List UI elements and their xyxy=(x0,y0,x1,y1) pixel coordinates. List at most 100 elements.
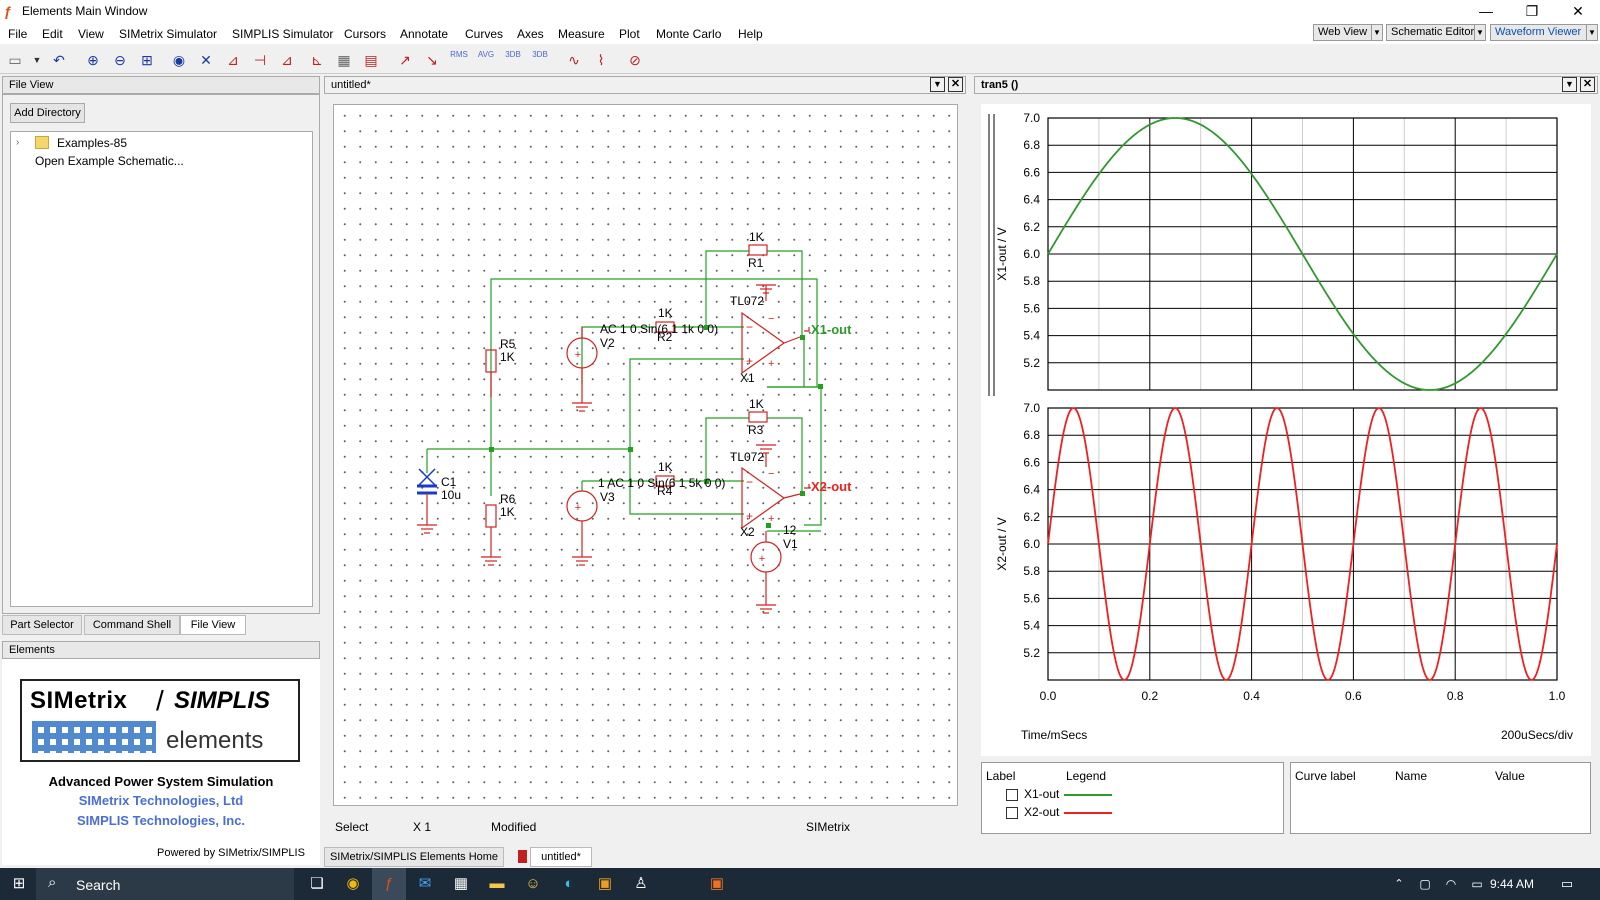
menu-axes[interactable]: Axes xyxy=(517,27,544,41)
task-view-icon[interactable]: ❏ xyxy=(310,875,324,892)
y-tick-label: 7.0 xyxy=(1023,401,1040,415)
svg-text:+: + xyxy=(768,513,774,525)
zoom-in-icon[interactable]: ⊕ xyxy=(87,52,99,68)
legend-checkbox-x1[interactable] xyxy=(1006,789,1018,801)
grid-icon[interactable]: ▦ xyxy=(337,52,351,68)
edit-axis-icon[interactable]: ⊿ xyxy=(281,52,293,68)
undo-icon[interactable]: ↶ xyxy=(53,52,65,68)
tab-command-shell[interactable]: Command Shell xyxy=(84,615,180,635)
waveform-close-icon[interactable]: ✕ xyxy=(1580,77,1595,92)
file-explorer-icon[interactable]: ▬ xyxy=(489,875,505,892)
schematic-menu-icon[interactable]: ▼ xyxy=(930,77,945,92)
close-button[interactable]: ✕ xyxy=(1572,3,1584,19)
delete-icon[interactable]: ✕ xyxy=(200,52,212,68)
tree-item-open-example[interactable]: Open Example Schematic... xyxy=(35,154,184,168)
minimize-button[interactable]: — xyxy=(1479,3,1493,19)
y-tick-label: 6.0 xyxy=(1023,247,1040,261)
label-r6v: 1K xyxy=(500,505,515,519)
app-icon-3[interactable]: ▣ xyxy=(597,875,613,892)
schematic-canvas[interactable]: + + + −+ −+ −+ −+ 1K R1 1K R2 1K R3 1K R… xyxy=(333,104,958,806)
menu-simplis-simulator[interactable]: SIMPLIS Simulator xyxy=(232,27,334,41)
menu-plot[interactable]: Plot xyxy=(619,27,640,41)
measure-icon[interactable]: ⊘ xyxy=(629,52,641,68)
fft-icon[interactable]: ∿ xyxy=(568,52,580,68)
simetrix-logo: SIMetrix / SIMPLIS elements xyxy=(20,679,300,762)
label-v2-source: AC 1 0 Sin(6 1 1k 0 0) xyxy=(600,322,718,336)
menu-edit[interactable]: Edit xyxy=(42,27,63,41)
elements-header: Elements xyxy=(2,641,320,659)
wires xyxy=(426,250,822,532)
zoom-fit-icon[interactable]: ⊞ xyxy=(141,52,153,68)
label-r3v: 1K xyxy=(749,397,764,411)
new-file-icon[interactable]: ▭ xyxy=(8,52,22,68)
schematic-editor-dropdown[interactable]: ▼ xyxy=(1474,24,1486,41)
waveform-viewer-button[interactable]: Waveform Viewer xyxy=(1490,24,1588,41)
web-view-dropdown[interactable]: ▼ xyxy=(1371,24,1383,41)
label-icon[interactable]: ⊿ xyxy=(227,52,239,68)
maximize-button[interactable]: ❐ xyxy=(1525,3,1539,19)
elements-app-icon[interactable]: ƒ xyxy=(372,868,406,900)
clock[interactable]: 9:44 AM xyxy=(1490,877,1535,891)
menu-monte-carlo[interactable]: Monte Carlo xyxy=(656,27,722,41)
schematic-editor-button[interactable]: Schematic Editor xyxy=(1386,24,1486,41)
expand-chevron-icon[interactable]: › xyxy=(16,137,20,148)
company-link-2[interactable]: SIMPLIS Technologies, Inc. xyxy=(76,813,246,828)
waveform-svg: 7.06.86.66.46.26.05.85.65.45.2X1-out / V… xyxy=(988,111,1566,703)
new-dropdown-icon[interactable]: ▼ xyxy=(32,55,42,65)
menu-file[interactable]: File xyxy=(8,27,28,41)
source-v3 xyxy=(566,490,598,522)
app-icon-2[interactable]: ☺ xyxy=(525,875,541,892)
zoom-out-icon[interactable]: ⊖ xyxy=(114,52,126,68)
rms-icon[interactable]: RMS xyxy=(450,50,468,59)
menu-view[interactable]: View xyxy=(78,27,104,41)
schematic-close-icon[interactable]: ✕ xyxy=(948,77,963,92)
waveform-menu-icon[interactable]: ▼ xyxy=(1562,77,1577,92)
tab-file-view[interactable]: File View xyxy=(180,615,246,635)
menu-simetrix-simulator[interactable]: SIMetrix Simulator xyxy=(119,27,218,41)
tab-untitled[interactable]: untitled* xyxy=(530,847,592,867)
battery-icon[interactable]: ▭ xyxy=(1471,877,1483,891)
chrome-icon[interactable]: ◉ xyxy=(346,875,360,892)
probe-x2-out[interactable]: X2-out xyxy=(811,479,852,494)
add-directory-button[interactable]: Add Directory xyxy=(10,103,85,123)
company-link-1[interactable]: SIMetrix Technologies, Ltd xyxy=(78,793,244,808)
legend-checkbox-x2[interactable] xyxy=(1006,807,1018,819)
calculator-icon[interactable]: ▦ xyxy=(453,875,469,892)
menu-measure[interactable]: Measure xyxy=(558,27,605,41)
app-icon-5[interactable]: ▣ xyxy=(709,875,725,892)
edge-icon[interactable]: ◐ xyxy=(564,875,574,892)
tray-chevron-icon[interactable]: ⌃ xyxy=(1394,878,1404,890)
rise-icon[interactable]: ↗ xyxy=(399,52,411,68)
spectrum-icon[interactable]: ⌇ xyxy=(597,52,605,68)
wifi-icon[interactable]: ◠ xyxy=(1445,877,1457,891)
app-icon-4[interactable]: ♙ xyxy=(634,875,648,892)
3db-low-icon[interactable]: 3DB xyxy=(532,50,548,59)
svg-text:−: − xyxy=(746,475,753,489)
cursor-icon[interactable]: ⊣ xyxy=(253,52,267,68)
menu-help[interactable]: Help xyxy=(738,27,763,41)
notifications-icon[interactable]: ▭ xyxy=(1560,876,1574,891)
mail-icon[interactable]: ✉ xyxy=(418,875,432,892)
avg-icon[interactable]: AVG xyxy=(477,50,495,59)
fall-icon[interactable]: ↘ xyxy=(426,52,438,68)
3db-high-icon[interactable]: 3DB xyxy=(505,50,521,59)
probe-x1-out[interactable]: X1-out xyxy=(811,322,852,337)
start-icon[interactable]: ⊞ xyxy=(12,875,26,892)
menu-curves[interactable]: Curves xyxy=(465,27,504,41)
waveform-viewer-dropdown[interactable]: ▼ xyxy=(1586,24,1598,41)
web-view-button[interactable]: Web View xyxy=(1313,24,1382,41)
curve-value-table: Curve label Name Value xyxy=(1290,762,1591,834)
tab-part-selector[interactable]: Part Selector xyxy=(2,615,82,635)
components xyxy=(417,244,810,614)
tree-item-examples[interactable]: Examples-85 xyxy=(57,136,128,150)
tray-device-icon[interactable]: ▢ xyxy=(1419,877,1431,891)
menu-cursors[interactable]: Cursors xyxy=(344,27,387,41)
resistor-r2 xyxy=(655,321,675,333)
menu-annotate[interactable]: Annotate xyxy=(400,27,449,41)
taskbar-search[interactable]: ⌕ Search xyxy=(36,868,294,900)
tab-elements-home[interactable]: SIMetrix/SIMPLIS Elements Home xyxy=(324,847,504,867)
view-icon[interactable]: ◉ xyxy=(172,52,186,68)
plot-settings-icon[interactable]: ▤ xyxy=(364,52,378,68)
axes-icon[interactable]: ⊾ xyxy=(311,52,323,68)
